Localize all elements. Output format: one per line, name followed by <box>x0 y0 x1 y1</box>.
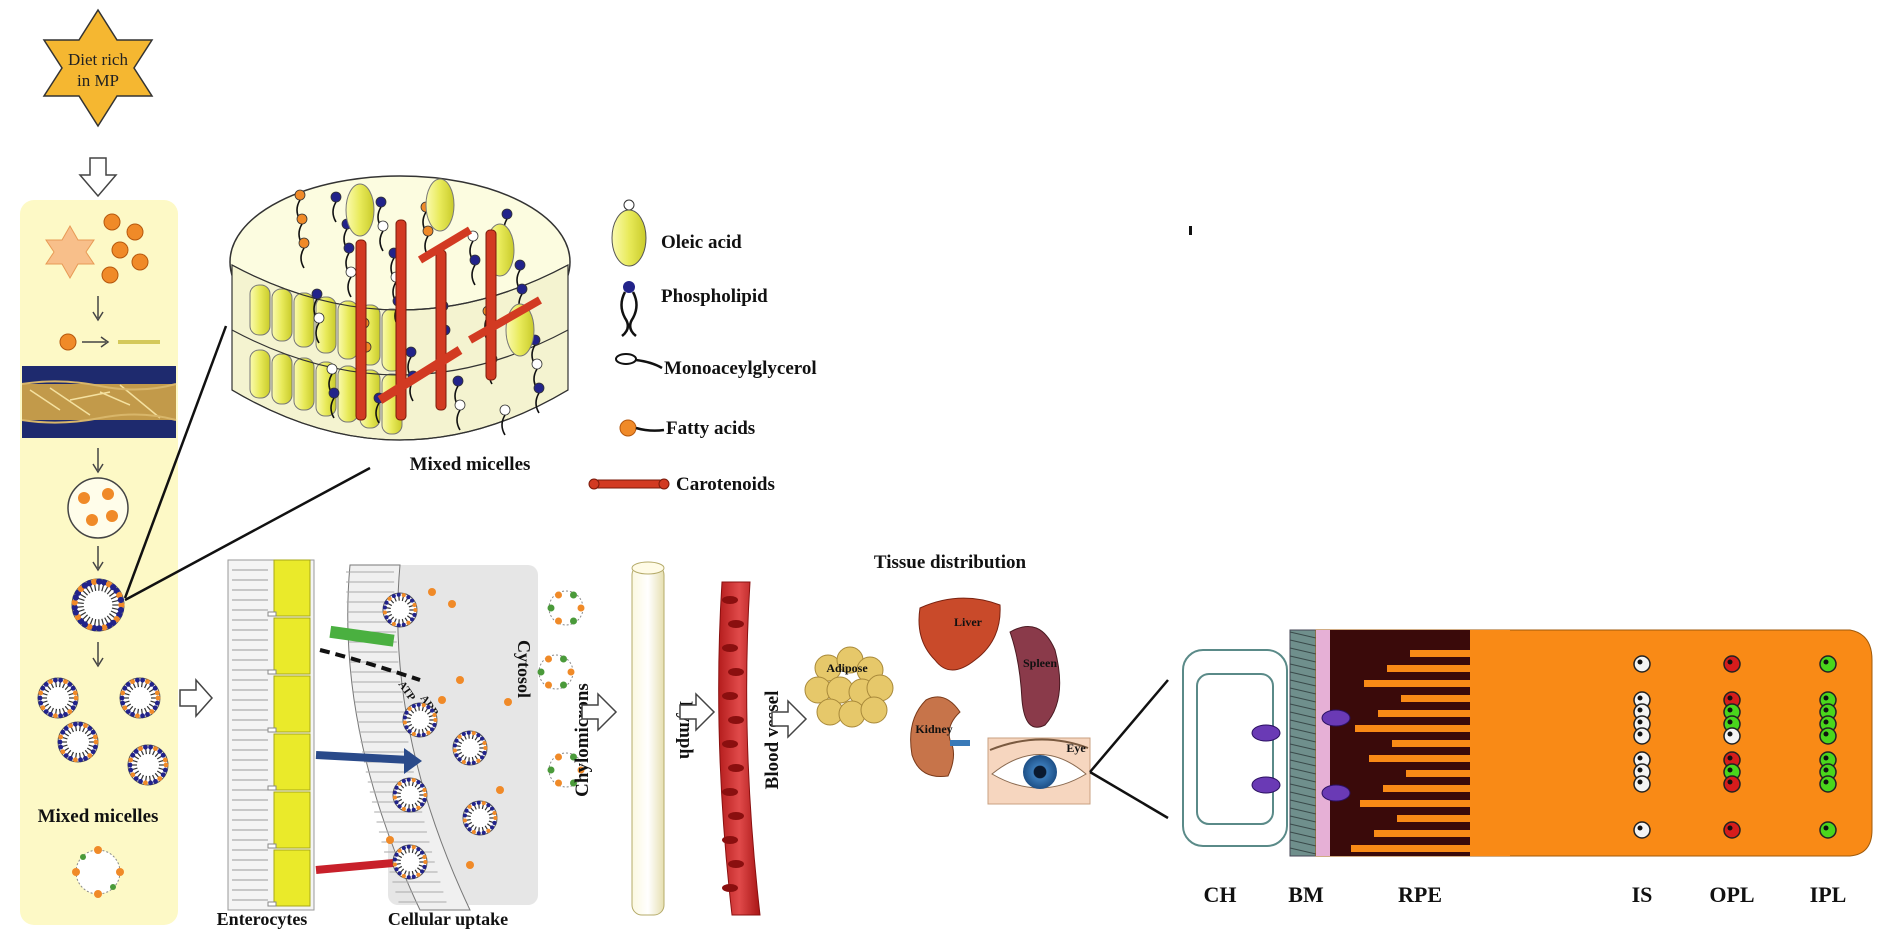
retina-section: CH BM RPE IS OPL IPL <box>1182 629 1873 907</box>
legend-monoacylglycerol: Monoaceylglycerol <box>615 353 817 379</box>
chylomicrons-label: Chylomicrons <box>572 683 593 797</box>
tissue-distribution: Tissue distribution Adipose Liver Spleen… <box>804 552 1169 820</box>
choroid <box>1182 649 1288 847</box>
flow-arrow-icon <box>679 692 716 732</box>
liver-label: Liver <box>954 615 983 629</box>
mixed-micelles-label: Mixed micelles <box>38 806 159 827</box>
spleen-organ <box>1009 625 1061 728</box>
flow-arrow-icon <box>771 699 808 739</box>
bruchs-membrane <box>1289 629 1317 857</box>
micelle-icon <box>452 730 488 766</box>
flow-arrow-icon <box>581 692 618 732</box>
zoom-line-top <box>123 325 228 599</box>
cellular-uptake-label: Cellular uptake <box>388 909 508 929</box>
eye-label: Eye <box>1066 741 1086 755</box>
mixed-micelles-group <box>37 677 169 786</box>
diet-label-line1: Diet rich <box>68 50 128 69</box>
cytosol-micelles <box>382 588 512 880</box>
micelle-caption: Mixed micelles <box>410 454 531 475</box>
lymph-vessel: Lymph <box>631 561 696 916</box>
adipose-tissue <box>804 646 894 728</box>
carotenoid-rods <box>355 219 542 421</box>
micelle-icon <box>392 777 428 813</box>
legend-oleic-acid: Oleic acid <box>611 199 742 267</box>
membrane <box>347 564 471 911</box>
zoom-line-eye-top <box>1089 679 1169 773</box>
micelle-icon <box>402 702 438 738</box>
transporter-green <box>329 625 395 647</box>
liver-organ <box>918 597 1001 671</box>
transporter-icons <box>1251 709 1351 802</box>
intestinal-wall <box>21 366 177 438</box>
legend: Oleic acid Phospholipid Monoaceylglycero… <box>588 199 817 495</box>
diet-star <box>42 8 154 128</box>
cytosol-label: Cytosol <box>514 640 534 698</box>
digestion-column: Diet rich in MP <box>20 8 178 925</box>
legend-phospholipid: Phospholipid <box>620 281 768 337</box>
stray-mark <box>1189 226 1192 235</box>
legend-fatty-acids-label: Fatty acids <box>666 418 755 439</box>
flow-arrow-icon <box>179 678 214 718</box>
zoom-line-bottom <box>124 466 371 602</box>
kidney-organ <box>910 696 961 778</box>
tissue-distribution-title: Tissue distribution <box>874 552 1027 573</box>
bm-label: BM <box>1288 882 1324 907</box>
cellular-uptake: ADP ATP Cytosol Cellular uptake <box>315 564 538 929</box>
legend-phospholipid-label: Phospholipid <box>661 286 768 307</box>
legend-oleic-acid-label: Oleic acid <box>661 232 742 253</box>
small-star-icon <box>45 224 95 280</box>
retina-cells <box>1633 655 1837 839</box>
kidney-label: Kidney <box>915 722 952 736</box>
chylomicron-small-icon <box>72 846 124 898</box>
blood-vessel: Blood vessel <box>718 581 783 916</box>
spleen-label: Spleen <box>1023 656 1057 670</box>
ch-label: CH <box>1204 882 1237 907</box>
micelle-icon <box>37 677 79 719</box>
photoreceptor-outer-segments <box>1351 630 1530 856</box>
ipl-label: IPL <box>1810 882 1847 907</box>
down-arrow-icon <box>78 157 118 198</box>
micelle-icon <box>57 721 99 763</box>
micelle-icon <box>71 578 125 632</box>
micelle-icon <box>392 844 428 880</box>
enterocytes: Enterocytes <box>217 559 315 929</box>
legend-fatty-acids: Fatty acids <box>619 418 755 439</box>
chylomicron-icon <box>547 752 585 788</box>
eye-image: Eye <box>987 737 1091 805</box>
adipose-label: Adipose <box>826 661 868 675</box>
micelle-icon <box>382 592 418 628</box>
micelle-icon <box>127 744 169 786</box>
mixed-micelle-3d: Mixed micelles <box>229 175 571 475</box>
legend-carotenoids-label: Carotenoids <box>676 474 775 495</box>
micelle-icon <box>462 800 498 836</box>
zoom-line-eye-bottom <box>1089 770 1169 820</box>
microvilli <box>232 569 268 901</box>
chylomicron-icon <box>537 654 575 690</box>
blood-vessel-label: Blood vessel <box>762 691 783 790</box>
enterocyte-cells <box>267 559 311 907</box>
rpe-label: RPE <box>1398 882 1442 907</box>
legend-carotenoids: Carotenoids <box>588 474 775 495</box>
chylomicrons: Chylomicrons <box>537 590 593 797</box>
mixed-micelle-icon <box>71 578 125 632</box>
enterocytes-label: Enterocytes <box>217 909 308 929</box>
lipid-droplet <box>67 477 129 539</box>
chylomicron-icon <box>547 590 585 626</box>
opl-label: OPL <box>1709 882 1754 907</box>
legend-monoacylglycerol-label: Monoaceylglycerol <box>664 358 817 379</box>
micelle-icon <box>119 677 161 719</box>
is-label: IS <box>1632 882 1653 907</box>
diet-label-line2: in MP <box>77 71 119 90</box>
membrane-lipids <box>346 571 447 903</box>
